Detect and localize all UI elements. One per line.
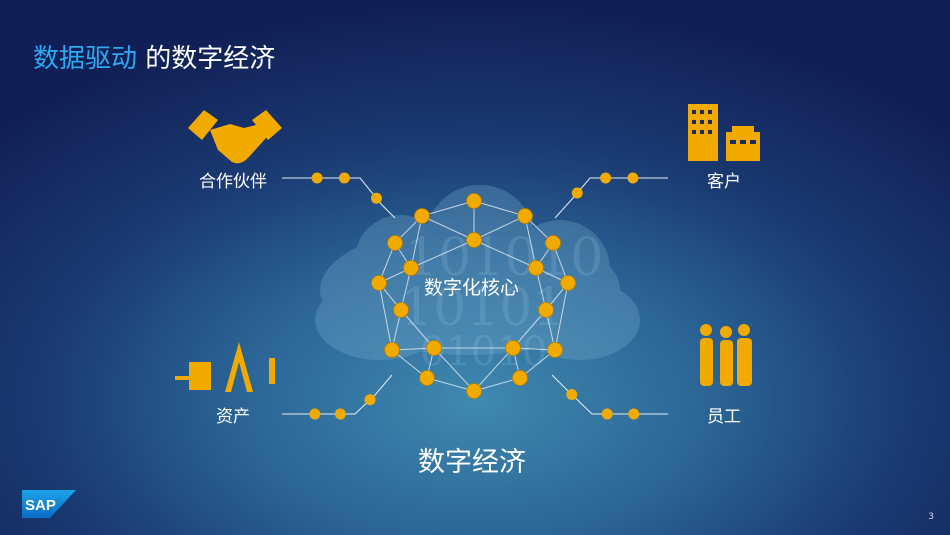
connector-dot xyxy=(371,192,382,204)
connector-dot xyxy=(311,172,323,184)
svg-text:SAP: SAP xyxy=(25,497,56,514)
cloud-shape xyxy=(315,185,640,360)
network-node xyxy=(512,370,528,386)
network-edge xyxy=(473,215,526,241)
network-node xyxy=(393,302,409,318)
connector-dot xyxy=(600,172,612,184)
network-edge xyxy=(421,215,475,241)
network-edge xyxy=(512,309,547,349)
connector-dot xyxy=(566,389,578,400)
network-edge xyxy=(473,377,521,392)
assets-icon xyxy=(175,342,275,392)
network-node xyxy=(528,260,544,276)
network-edge xyxy=(426,377,475,392)
handshake-icon xyxy=(188,110,282,164)
network-edge xyxy=(473,200,526,217)
network-edge xyxy=(473,347,514,392)
partners-label: 合作伙伴 xyxy=(199,172,267,192)
network-edge xyxy=(473,239,537,269)
network-node xyxy=(560,275,576,291)
connector-ray xyxy=(282,374,393,415)
title-highlight: 数据驱动 xyxy=(33,44,138,74)
connector-dot xyxy=(338,172,350,184)
network-node xyxy=(466,193,482,209)
title-rest: 的数字经济 xyxy=(145,44,276,74)
connector-dot xyxy=(334,408,346,420)
network-node xyxy=(371,275,387,291)
network-node xyxy=(505,340,521,356)
connector-dot xyxy=(364,394,376,406)
network-node xyxy=(538,302,554,318)
network-node xyxy=(403,260,419,276)
assets-label: 资产 xyxy=(216,407,250,427)
network-node xyxy=(387,235,403,251)
network-node xyxy=(547,342,563,358)
buildings-icon xyxy=(688,104,760,161)
network-node xyxy=(384,342,400,358)
network-edge xyxy=(410,215,423,269)
page-number: 3 xyxy=(928,512,934,522)
connector-dot xyxy=(601,408,613,420)
network-node xyxy=(517,208,533,224)
svg-text:10101: 10101 xyxy=(400,278,565,338)
connector-dot xyxy=(627,172,639,184)
connector-dot xyxy=(628,408,640,420)
network-node xyxy=(466,383,482,399)
page-title: 数据驱动 的数字经济 xyxy=(33,38,275,75)
network-nodes xyxy=(371,193,576,399)
digital-economy-label: 数字经济 xyxy=(418,447,526,478)
connector-dot xyxy=(571,187,583,199)
digital-core-label: 数字化核心 xyxy=(424,277,520,299)
network-node xyxy=(419,370,435,386)
connector-rays xyxy=(282,172,668,420)
sap-logo: SAP xyxy=(22,490,76,518)
connector-dot xyxy=(309,408,321,420)
network-node xyxy=(466,232,482,248)
network-edge xyxy=(400,309,435,349)
people-icon xyxy=(700,324,752,386)
employees-label: 员工 xyxy=(707,407,741,427)
network-node xyxy=(426,340,442,356)
network-node xyxy=(545,235,561,251)
svg-text:01010: 01010 xyxy=(420,329,547,375)
network-edge xyxy=(554,282,569,351)
network-edge xyxy=(433,347,475,392)
network-edge xyxy=(410,239,475,269)
network-node xyxy=(414,208,430,224)
network-edge xyxy=(378,282,393,351)
network-edge xyxy=(421,200,475,217)
customers-label: 客户 xyxy=(707,172,741,192)
connector-ray xyxy=(554,177,668,219)
network-edge xyxy=(524,215,537,269)
